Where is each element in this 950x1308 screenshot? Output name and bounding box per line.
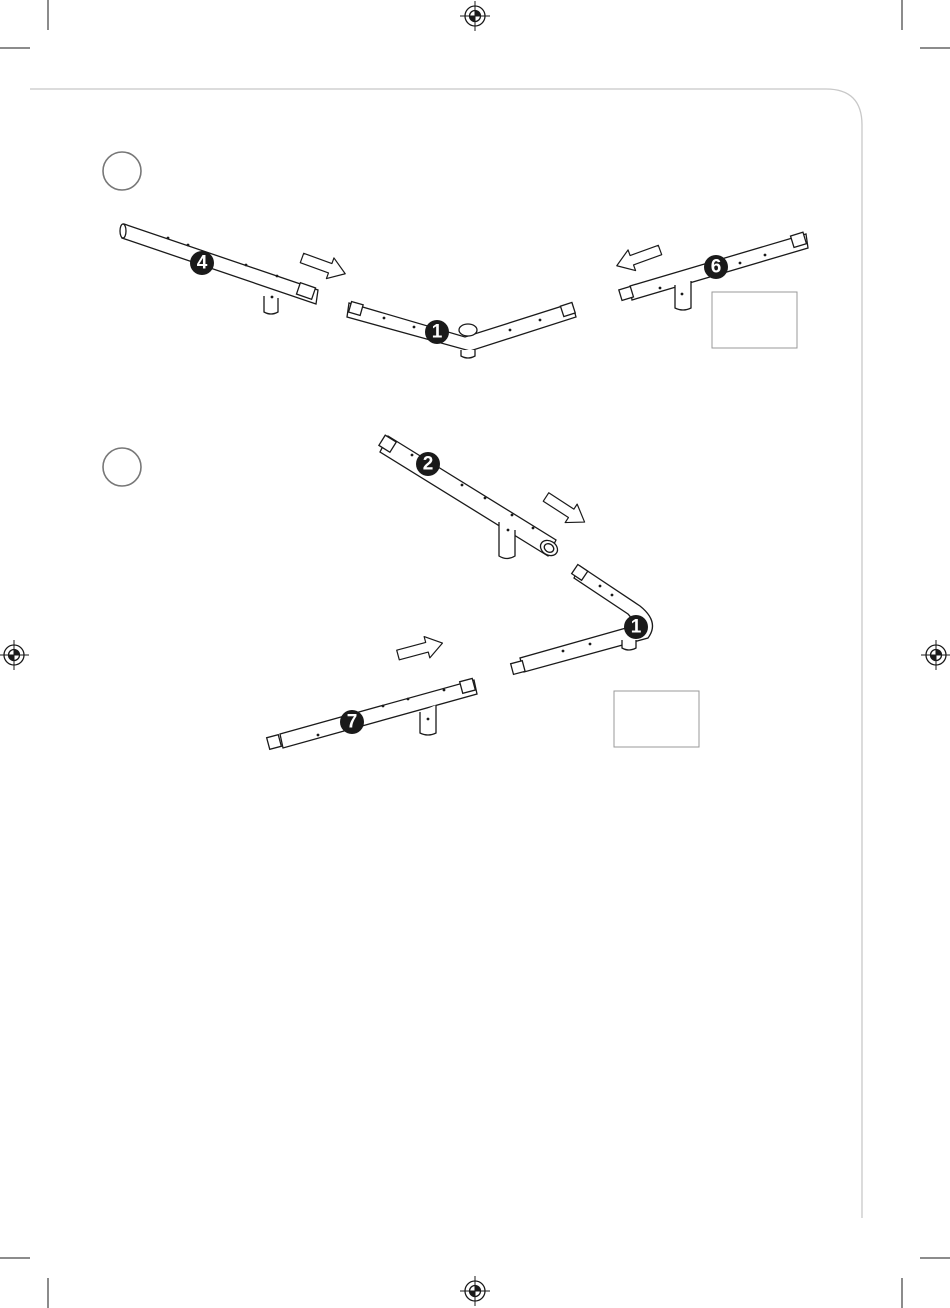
part-badge-7: 7 — [340, 710, 364, 734]
svg-text:7: 7 — [347, 712, 358, 733]
crosshair-registration-icon — [460, 1276, 490, 1306]
part-badge-4: 4 — [190, 251, 214, 275]
svg-text:1: 1 — [631, 617, 642, 638]
step-2: 2 1 7 — [103, 435, 699, 749]
direction-arrow-icon — [298, 248, 349, 284]
tube-part-2 — [379, 435, 560, 559]
svg-text:1: 1 — [432, 322, 443, 343]
part-badge-6: 6 — [704, 255, 728, 279]
tube-part-7 — [267, 678, 477, 749]
direction-arrow-icon — [613, 240, 664, 276]
note-box — [712, 292, 797, 348]
note-box — [614, 691, 699, 747]
crosshair-registration-icon — [0, 640, 29, 670]
crosshair-registration-icon — [921, 640, 950, 670]
svg-text:2: 2 — [423, 454, 434, 475]
step-circle-icon — [103, 152, 141, 190]
part-badge-1: 1 — [624, 615, 648, 639]
tube-part-4 — [120, 224, 318, 314]
step-1: 4 1 6 — [103, 152, 808, 358]
svg-text:4: 4 — [197, 253, 208, 274]
part-badge-2: 2 — [416, 452, 440, 476]
direction-arrow-icon — [540, 488, 591, 532]
tube-part-1 — [347, 302, 576, 358]
part-badge-1: 1 — [425, 320, 449, 344]
direction-arrow-icon — [395, 632, 445, 665]
step-circle-icon — [103, 448, 141, 486]
crosshair-registration-icon — [460, 1, 490, 31]
svg-text:6: 6 — [711, 257, 722, 278]
